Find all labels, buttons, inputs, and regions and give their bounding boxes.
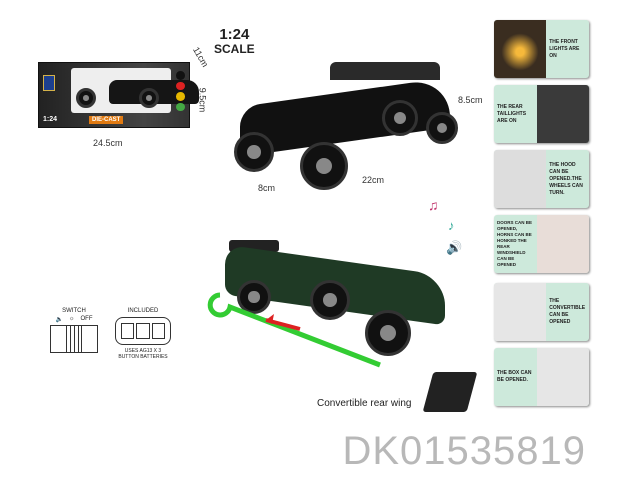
feature-panel: THE HOOD CAN BE OPENED.THE WHEELS CAN TU… (494, 150, 589, 208)
main-car-green (215, 240, 465, 360)
box-width: 24.5cm (93, 138, 123, 148)
light-icon: ☼ (68, 316, 75, 322)
brand-logo (43, 75, 55, 91)
battery-note: USES AG13 X 3 BUTTON BATTERIES (118, 348, 168, 360)
feature-panel: THE FRONT LIGHTS ARE ON (494, 20, 589, 78)
horn-sound-icon: 🔊 (446, 240, 463, 255)
battery-icon (115, 317, 171, 345)
included-label: INCLUDED (127, 308, 159, 314)
scale-label: 1:24 SCALE (214, 26, 255, 56)
rear-wing-image (422, 372, 478, 412)
rotation-arrow-icon (207, 292, 381, 368)
feature-panel: DOORS CAN BE OPENED, HORNS CAN BE HONKED… (494, 215, 589, 273)
car-length: 22cm (362, 175, 385, 185)
wing-caption: Convertible rear wing (317, 398, 412, 409)
feature-panel: THE BOX CAN BE OPENED. (494, 348, 589, 406)
scale-ratio: 1:24 (219, 26, 250, 43)
car-width: 8cm (258, 183, 276, 193)
switch-diagram: SWITCH 🔈 ☼ OFF (50, 308, 98, 353)
product-box: 1:24 DIE-CAST (38, 62, 199, 128)
main-car-black (230, 62, 460, 192)
box-brand: DIE-CAST (89, 116, 124, 124)
box-depth: 11cm (191, 45, 211, 69)
speaker-icon: 🔈 (55, 317, 63, 323)
box-badges (176, 71, 185, 111)
music-note-icon-2: ♪ (448, 218, 455, 233)
product-code: DK01535819 (342, 429, 586, 473)
music-note-icon: ♫ (428, 197, 439, 213)
box-height: 9.5cm (197, 87, 208, 113)
feature-panel: THE REAR TAILLIGHTS ARE ON (494, 85, 589, 143)
battery-diagram: INCLUDED USES AG13 X 3 BUTTON BATTERIES (115, 308, 171, 360)
car-height: 8.5cm (458, 95, 483, 105)
scale-word: SCALE (214, 42, 255, 56)
box-scale: 1:24 (43, 116, 58, 123)
switch-title: SWITCH (62, 308, 86, 314)
switch-off-label: OFF (80, 316, 93, 322)
feature-panel: THE CONVERTIBLE CAN BE OPENED (494, 283, 589, 341)
